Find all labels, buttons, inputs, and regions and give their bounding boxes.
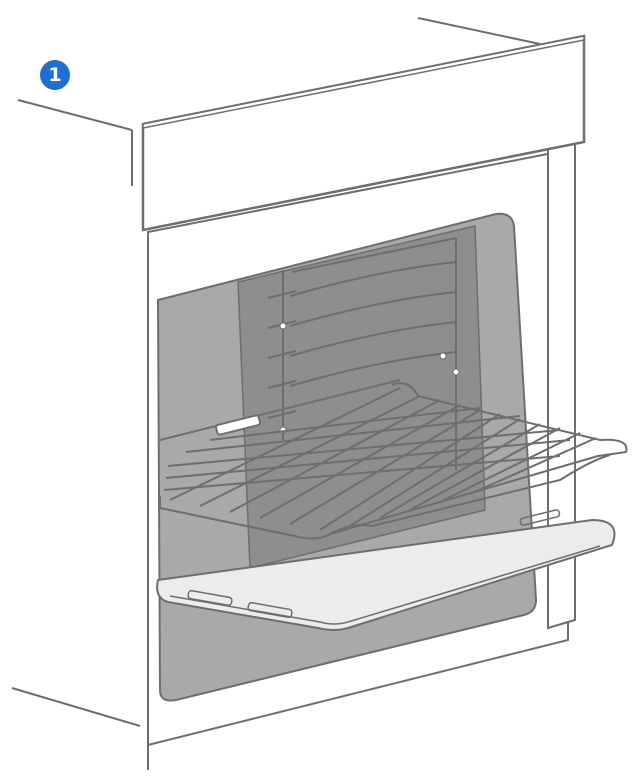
cabinet-top-left-line — [17, 99, 133, 131]
rack-side-rail-right — [329, 382, 628, 535]
cabinet-bottom-left-line — [11, 687, 141, 727]
rack-back-rail — [159, 379, 401, 441]
baking-tray — [156, 518, 616, 631]
control-panel-top-face — [142, 35, 585, 129]
tray-handle-slots — [187, 509, 561, 619]
step-number: 1 — [48, 64, 62, 86]
cabinet-top-right-line — [417, 17, 541, 45]
step-number-badge: 1 — [40, 60, 70, 90]
rack-guide-right — [289, 237, 457, 470]
cavity-back-wall — [237, 225, 486, 569]
baking-tray-rim — [169, 545, 601, 625]
wire-rack — [159, 379, 628, 540]
rack-connector — [215, 414, 261, 436]
